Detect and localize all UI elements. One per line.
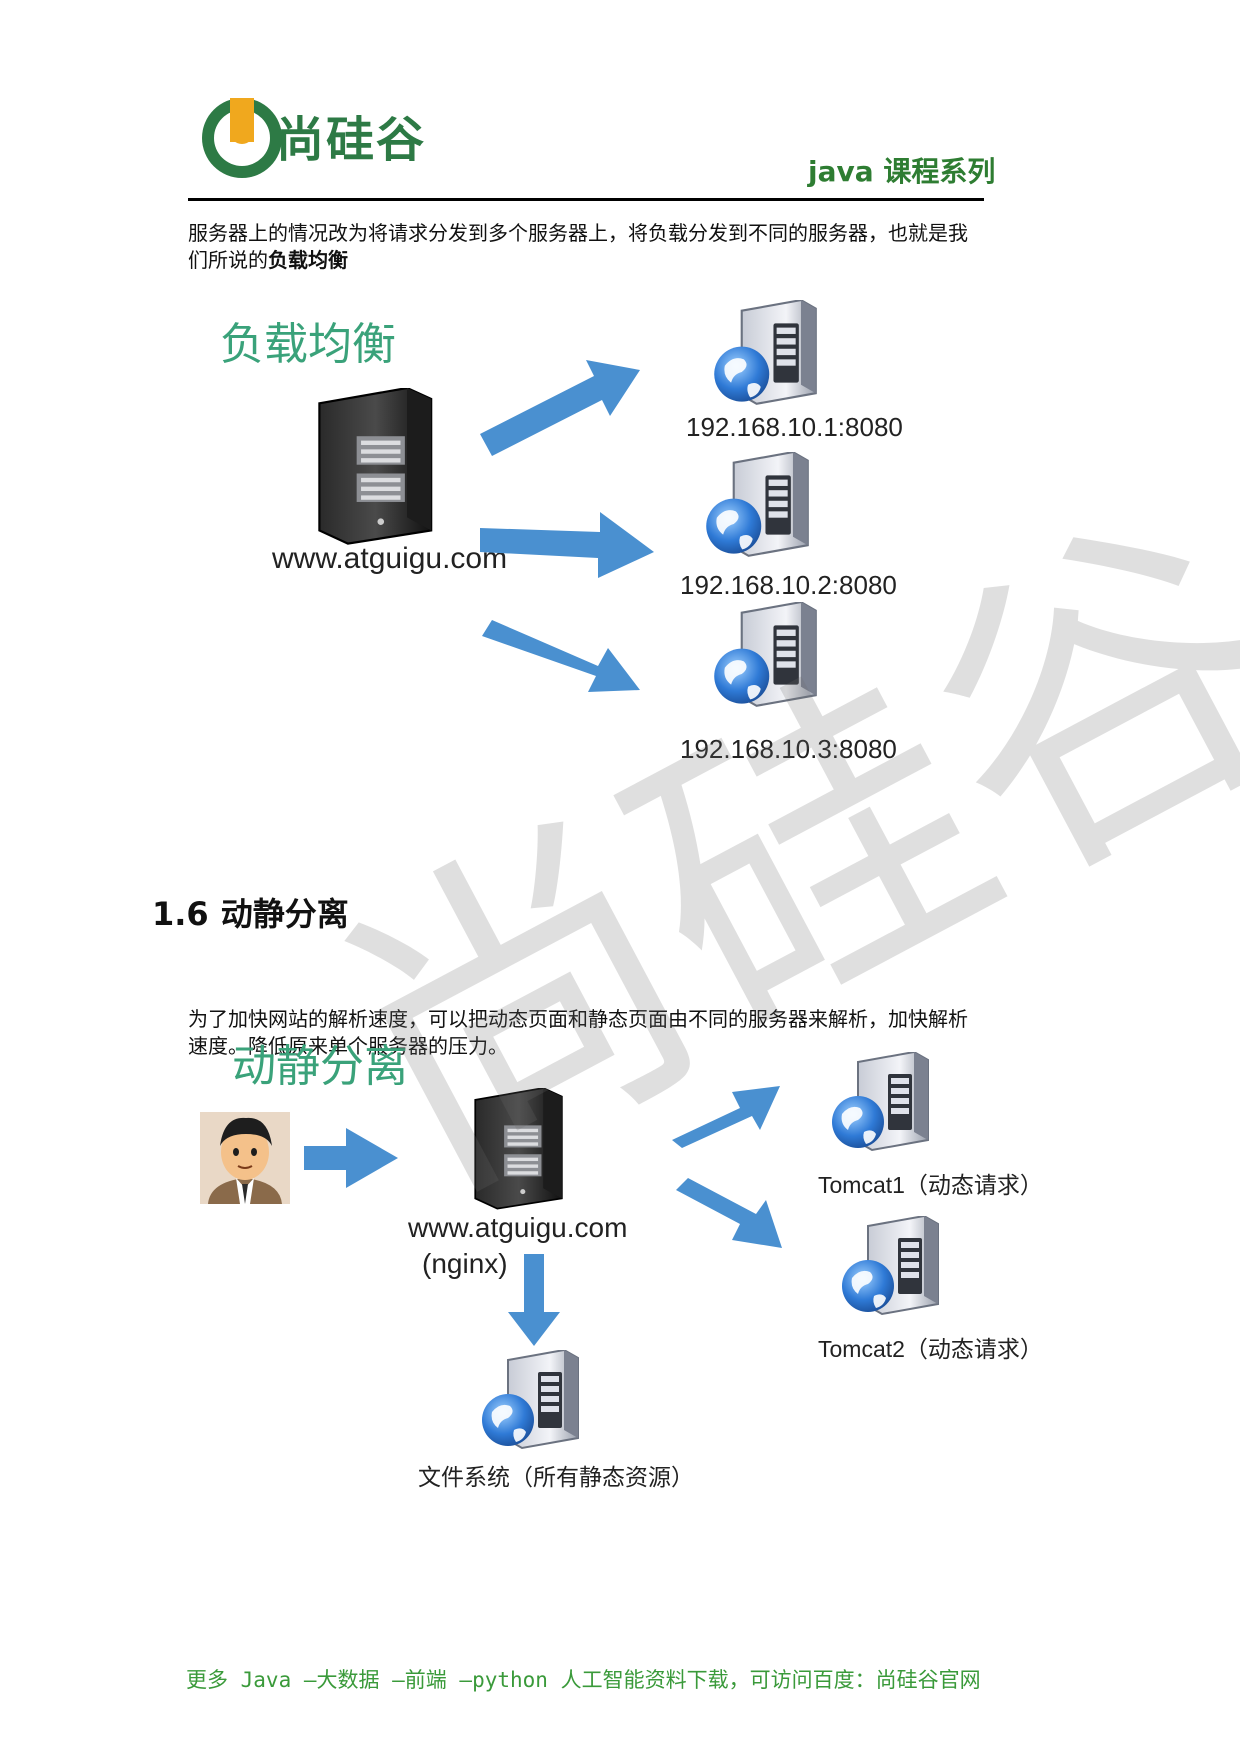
heading-number: 1.6: [152, 895, 209, 933]
arrow-icon: [672, 1086, 780, 1148]
proxy-label: www.atguigu.com: [408, 1212, 628, 1243]
section-heading: 1.6 动静分离: [152, 889, 349, 935]
web-server-icon: [713, 300, 817, 405]
tomcat1-label: Tomcat1（动态请求）: [818, 1172, 1043, 1198]
server-tower-icon: [318, 388, 433, 545]
arrows: [480, 360, 654, 692]
logo: [196, 92, 486, 182]
web-server-icon: [481, 1350, 579, 1449]
arrow-icon: [676, 1178, 782, 1248]
proxy-sublabel: (nginx): [422, 1248, 508, 1279]
brand-text: 尚硅谷: [276, 112, 427, 168]
source-label: www.atguigu.com: [272, 542, 508, 575]
load-balance-diagram: 负载均衡 www.atguigu.com 192.168.10.1:8080 1…: [200, 290, 1080, 770]
arrow-icon: [480, 512, 654, 578]
paragraph-line: 为了加快网站的解析速度，可以把动态页面和静态页面由不同的服务器来解析，加快解析: [188, 1007, 968, 1031]
tomcat2-label: Tomcat2（动态请求）: [818, 1336, 1043, 1362]
logo-icon: [202, 98, 282, 178]
server-tower-icon: [474, 1088, 563, 1210]
paragraph-line: 服务器上的情况改为将请求分发到多个服务器上，将负载分发到不同的服务器，也就是我: [188, 221, 968, 245]
arrow-icon: [304, 1128, 398, 1188]
arrow-icon: [508, 1254, 560, 1346]
heading-text: 动静分离: [220, 895, 349, 933]
diagram-title: 负载均衡: [220, 319, 396, 370]
web-server-icon: [713, 602, 817, 707]
target-label: 192.168.10.3:8080: [680, 734, 897, 764]
paragraph-text: 们所说的: [188, 248, 268, 272]
web-server-icon: [831, 1052, 929, 1151]
paragraph-line: 们所说的负载均衡: [188, 246, 348, 274]
target-label: 192.168.10.1:8080: [686, 412, 903, 442]
diagram-title: 动静分离: [232, 1041, 408, 1092]
target-label: 192.168.10.2:8080: [680, 570, 897, 600]
footer-text: 更多 Java –大数据 –前端 –python 人工智能资料下载，可访问百度：…: [186, 1668, 981, 1692]
fs-label: 文件系统（所有静态资源）: [418, 1464, 694, 1490]
separation-diagram: 动静分离 www.atguigu.com (nginx) Tomcat1（动态请…: [196, 1030, 1076, 1500]
web-server-icon: [841, 1216, 939, 1315]
user-avatar-icon: [200, 1112, 290, 1204]
bold-term: 负载均衡: [268, 248, 348, 272]
web-server-icon: [705, 452, 809, 557]
header-divider: [188, 198, 984, 201]
paragraph-line: 速度。降低原来单个服务器的压力。: [188, 1034, 508, 1058]
arrow-icon: [482, 620, 640, 692]
series-title: java 课程系列: [808, 155, 996, 188]
arrows: [304, 1086, 782, 1346]
arrow-icon: [480, 360, 640, 456]
